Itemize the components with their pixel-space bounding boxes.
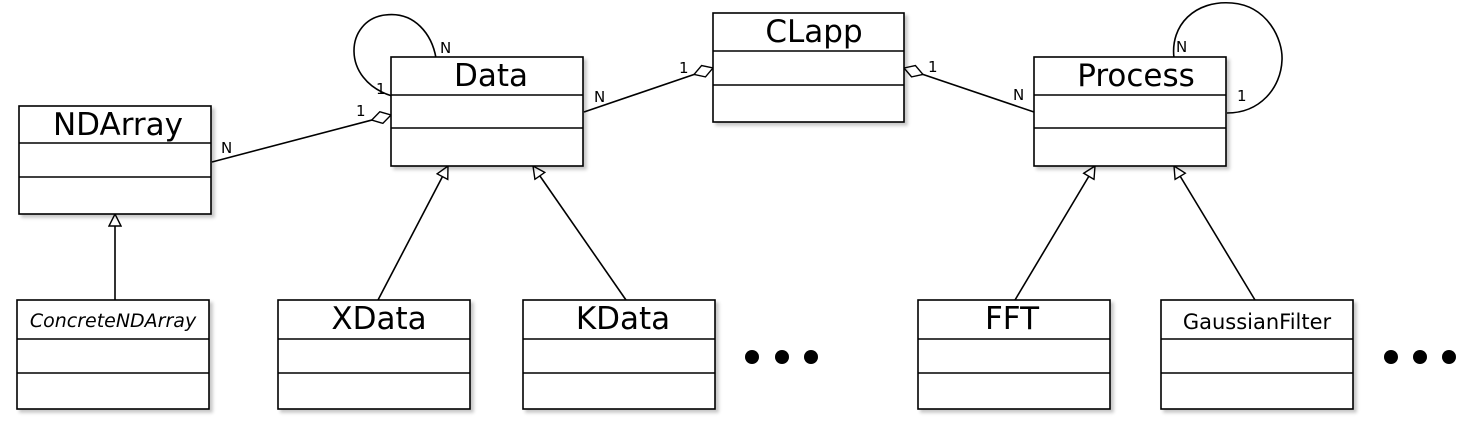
class-xdata[interactable] — [277, 299, 471, 410]
kdata-inherits-data[interactable] — [533, 166, 627, 301]
mult-clapp-process-n: N — [1013, 86, 1024, 104]
mult-data-self-n: N — [440, 39, 451, 57]
mult-ndarray-data-n: N — [221, 139, 232, 157]
mult-ndarray-data-1: 1 — [356, 102, 366, 120]
ndarray-data-aggregation[interactable] — [211, 115, 391, 163]
class-name-concretendarray: ConcreteNDArray — [30, 310, 197, 332]
class-name-ndarray: NDArray — [53, 107, 183, 143]
data-self-association[interactable] — [353, 13, 437, 97]
ellipsis-icon — [745, 350, 818, 364]
class-gaussianfilter[interactable] — [1160, 299, 1354, 410]
class-ndarray[interactable] — [18, 105, 212, 215]
fft-inherits-process[interactable] — [1014, 166, 1095, 301]
data-clapp-aggregation[interactable] — [583, 68, 713, 113]
mult-clapp-process-1: 1 — [928, 58, 938, 76]
mult-data-self-1: 1 — [376, 80, 386, 98]
class-concretendarray[interactable] — [16, 299, 210, 410]
xdata-inherits-data[interactable] — [377, 166, 448, 301]
gaussianfilter-inherits-process[interactable] — [1174, 166, 1256, 301]
class-kdata[interactable] — [522, 299, 716, 410]
mult-process-self-n: N — [1176, 38, 1187, 56]
mult-process-self-1: 1 — [1237, 87, 1247, 105]
class-name-fft: FFT — [985, 301, 1040, 337]
class-fft[interactable] — [917, 299, 1111, 410]
class-name-clapp: CLapp — [765, 14, 862, 50]
class-name-gaussianfilter: GaussianFilter — [1183, 310, 1332, 334]
class-process[interactable] — [1033, 56, 1227, 167]
ellipsis-icon — [1384, 350, 1456, 364]
class-name-process: Process — [1077, 58, 1195, 94]
process-self-association[interactable] — [1172, 2, 1283, 114]
class-data[interactable] — [390, 56, 584, 167]
class-name-kdata: KData — [576, 301, 670, 337]
class-clapp[interactable] — [712, 12, 905, 123]
process-clapp-aggregation[interactable] — [904, 68, 1035, 113]
mult-clapp-data-1: 1 — [679, 59, 689, 77]
class-name-xdata: XData — [331, 301, 426, 337]
class-name-data: Data — [454, 58, 528, 94]
mult-clapp-data-n: N — [594, 88, 605, 106]
